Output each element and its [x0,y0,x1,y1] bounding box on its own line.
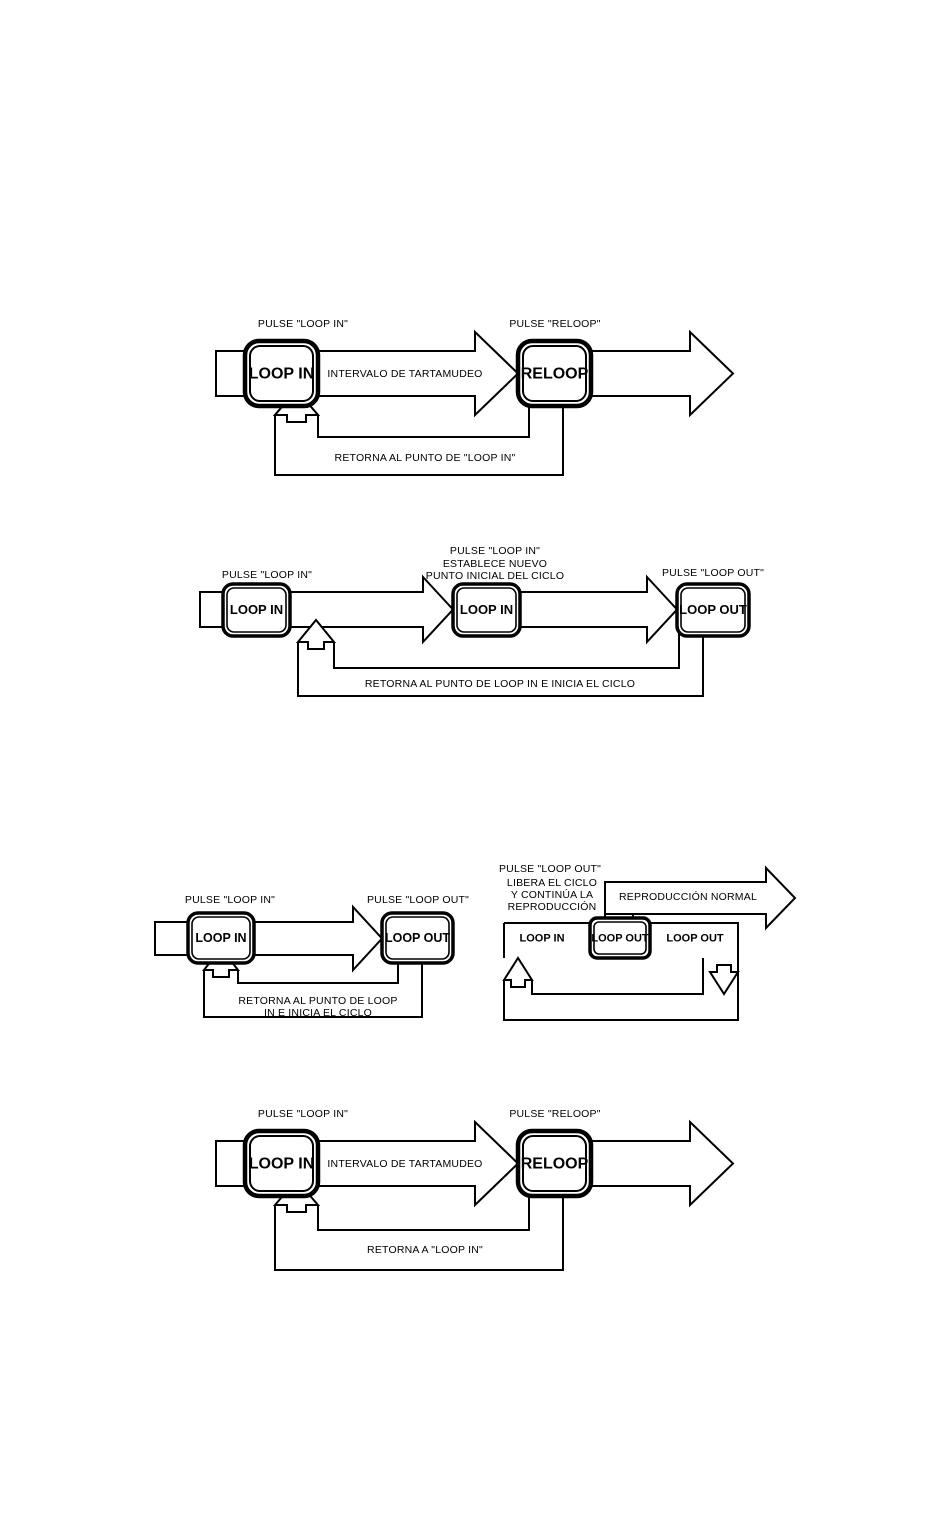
return-path-outer [297,627,704,697]
label-reproduccion-normal: REPRODUCCIÓN NORMAL [619,890,757,903]
box-loop-in[interactable]: LOOP IN [242,338,321,409]
diagram-stutter-reloop-bottom-svg: LOOP IN RELOOP PULSE "LOOP IN" PULSE "RE… [215,1108,735,1271]
box-loop-in-label: LOOP IN [519,932,564,944]
box-loop-in-inner [249,345,314,402]
label-establece-line1: ESTABLECE NUEVO [443,558,547,570]
label-pulse-loop-in-mid: PULSE "LOOP IN" [450,545,540,557]
label-pulse-loop-in: PULSE "LOOP IN" [258,1108,348,1120]
label-pulse-loop-out: PULSE "LOOP OUT" [499,863,601,875]
box-loop-in-label: LOOP IN [195,931,246,945]
box-loop-in-label: LOOP IN [249,366,315,383]
label-pulse-loop-out: PULSE "LOOP OUT" [662,567,764,579]
diagram-loop-in-out-cycle: LOOP IN LOOP OUT PULSE "LOOP IN" PULSE "… [150,860,490,1035]
label-libera-line2: Y CONTINÚA LA [511,888,593,901]
arrow-continue-right [571,329,735,418]
label-pulse-loop-in: PULSE "LOOP IN" [258,318,348,330]
label-return-note-line2: IN E INICIA EL CICLO [264,1007,372,1019]
box-loop-out-center-label: LOOP OUT [591,932,649,944]
return-path-outer [274,1186,564,1271]
box-loop-out-center[interactable]: LOOP OUT [588,916,652,960]
arrowhead-loop-exit-down [708,964,740,996]
return-path-outer [274,396,564,476]
box-loop-in-1[interactable]: LOOP IN [221,582,292,638]
box-reloop-label: RELOOP [521,366,589,383]
arrow-continue-right [571,1119,735,1208]
label-libera-line1: LIBERA EL CICLO [507,877,597,889]
return-path-inner [333,627,680,669]
box-loop-in-1-label: LOOP IN [230,602,283,617]
box-reloop-inner [522,345,587,402]
label-pulse-loop-in: PULSE "LOOP IN" [185,894,275,906]
box-reloop[interactable]: RELOOP [515,1128,594,1199]
return-path-inner [317,396,530,438]
box-loop-in-2-inner [456,587,517,633]
label-return-note-line1: RETORNA AL PUNTO DE LOOP [238,995,397,1007]
diagram-new-loop-in-point-svg: LOOP IN LOOP IN LOOP OUT PULSE "LOOP IN"… [199,545,764,697]
box-loop-out-center-inner [593,921,647,955]
box-loop-out-inner [385,916,450,960]
label-libera-line3: REPRODUCCIÓN [508,900,597,913]
label-pulse-reloop: PULSE "RELOOP" [509,318,600,330]
box-loop-in-1-inner [226,587,287,633]
box-loop-out-inner [680,587,746,633]
box-loop-in-inner [191,916,251,960]
label-return-note: RETORNA AL PUNTO DE "LOOP IN" [335,452,516,464]
label-return-note: RETORNA A "LOOP IN" [367,1244,483,1256]
return-path-inner [317,1186,530,1231]
box-reloop-label: RELOOP [521,1156,589,1173]
diagram-loop-out-release: LOOP OUT LOOP IN LOOP OUT PULSE "LOOP OU… [490,860,830,1035]
return-rail-outer [503,958,739,1021]
diagram-loop-out-release-svg: LOOP OUT LOOP IN LOOP OUT PULSE "LOOP OU… [499,863,797,1021]
label-return-note: RETORNA AL PUNTO DE LOOP IN E INICIA EL … [365,678,635,690]
arrowhead-return-up [295,618,337,650]
box-loop-out-label: LOOP OUT [679,602,747,617]
box-reloop-inner [522,1135,587,1192]
diagram-stutter-reloop-bottom: LOOP IN RELOOP PULSE "LOOP IN" PULSE "RE… [200,1100,760,1295]
label-pulse-loop-out: PULSE "LOOP OUT" [367,894,469,906]
return-path-inner [237,955,399,984]
box-reloop[interactable]: RELOOP [515,338,594,409]
box-loop-in[interactable]: LOOP IN [242,1128,321,1199]
diagram-loop-in-out-cycle-svg: LOOP IN LOOP OUT PULSE "LOOP IN" PULSE "… [154,894,469,1019]
box-loop-out[interactable]: LOOP OUT [675,582,751,638]
loop-track-top [503,922,739,958]
label-establece-line2: PUNTO INICIAL DEL CICLO [426,570,564,582]
box-loop-in-inner [249,1135,314,1192]
box-loop-in-label: LOOP IN [249,1156,315,1173]
box-loop-in-2-label: LOOP IN [460,602,513,617]
box-loop-in-2[interactable]: LOOP IN [451,582,522,638]
arrow-reproduccion-normal [604,865,797,931]
arrowhead-loop-restart-up [502,956,534,988]
label-interval: INTERVALO DE TARTAMUDEO [327,1158,482,1170]
box-loop-in[interactable]: LOOP IN [186,911,256,965]
return-path-outer [203,955,423,1018]
box-loop-out-right-label: LOOP OUT [666,932,724,944]
return-rail-inner [531,958,704,995]
box-loop-out-label: LOOP OUT [385,931,450,945]
diagram-stutter-reloop-top: LOOP IN RELOOP PULSE "LOOP IN" PULSE "RE… [200,310,760,500]
label-interval: INTERVALO DE TARTAMUDEO [327,368,482,380]
diagram-stutter-reloop-top-svg: LOOP IN RELOOP PULSE "LOOP IN" PULSE "RE… [215,318,735,476]
label-pulse-reloop: PULSE "RELOOP" [509,1108,600,1120]
box-loop-out[interactable]: LOOP OUT [380,911,455,965]
diagram-new-loop-in-point: LOOP IN LOOP IN LOOP OUT PULSE "LOOP IN"… [195,540,765,720]
label-pulse-loop-in-left: PULSE "LOOP IN" [222,569,312,581]
